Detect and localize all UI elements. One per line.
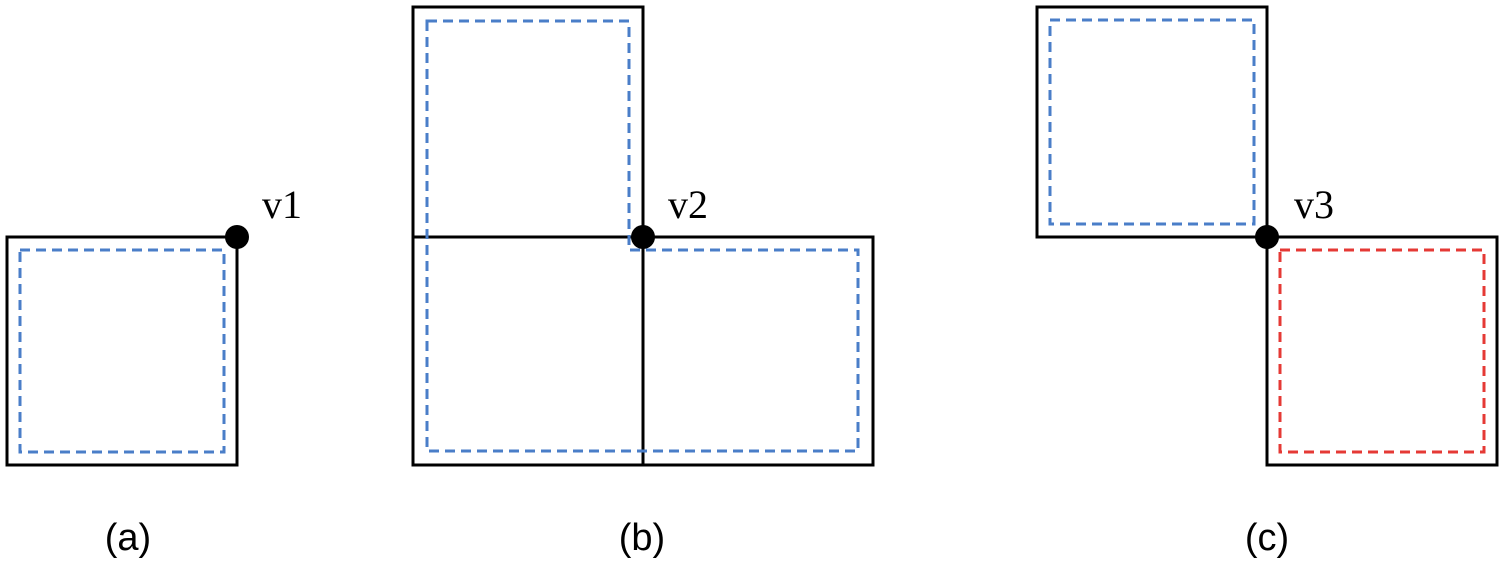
panel-a-caption: (a) bbox=[105, 517, 151, 559]
v3-label: v3 bbox=[1294, 182, 1334, 227]
panel-b-top-left-square bbox=[411, 5, 645, 239]
v1-label: v1 bbox=[262, 182, 302, 227]
v1-vertex-dot bbox=[225, 225, 249, 249]
panel-c: v3 (c) bbox=[1035, 5, 1499, 559]
panel-c-red-dashed-loop bbox=[1278, 248, 1486, 454]
panel-c-caption: (c) bbox=[1245, 517, 1289, 559]
panel-a-square bbox=[5, 235, 239, 467]
panel-a-blue-dashed-loop bbox=[18, 248, 226, 454]
panel-c-top-left-square bbox=[1035, 5, 1269, 239]
v3-vertex-dot bbox=[1255, 225, 1279, 249]
panel-b-bottom-right-square bbox=[641, 235, 875, 467]
v2-vertex-dot bbox=[631, 225, 655, 249]
panel-b-bottom-left-square bbox=[411, 235, 645, 467]
panel-c-blue-dashed-loop bbox=[1048, 18, 1256, 226]
panel-c-bottom-right-square bbox=[1265, 235, 1499, 467]
panel-b-caption: (b) bbox=[619, 517, 665, 559]
panel-b: v2 (b) bbox=[411, 5, 875, 559]
panel-a: v1 (a) bbox=[5, 182, 302, 559]
v2-label: v2 bbox=[668, 182, 708, 227]
panel-b-blue-dashed-loop bbox=[425, 19, 860, 453]
